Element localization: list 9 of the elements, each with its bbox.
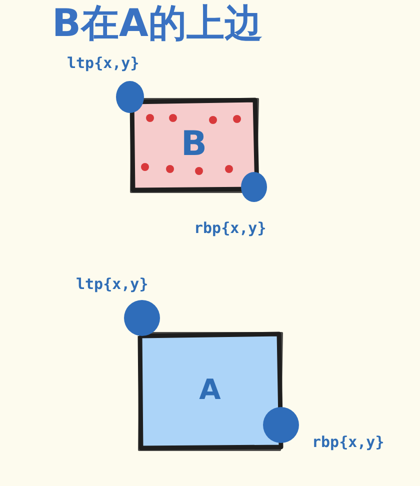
box-label: B	[180, 127, 208, 161]
corner-label: rbp{x,y}	[194, 221, 266, 236]
corner-label: ltp{x,y}	[76, 277, 148, 292]
box-label: A	[198, 376, 222, 404]
corner-label: ltp{x,y}	[67, 56, 140, 71]
rectangle-box	[136, 330, 284, 452]
rectangle-box	[128, 96, 260, 194]
corner-label: rbp{x,y}	[312, 435, 384, 450]
diagram-title: B在A的上边	[52, 4, 262, 42]
